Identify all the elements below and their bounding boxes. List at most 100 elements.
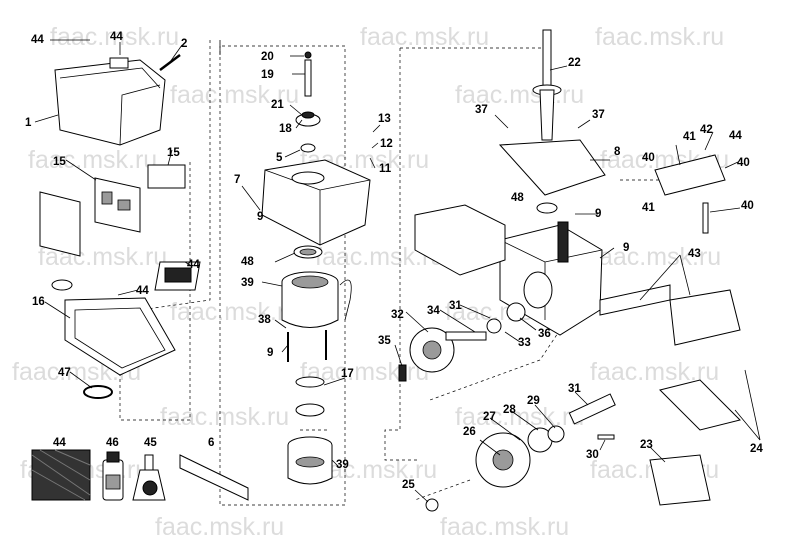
part-mesh-pattern	[31, 449, 91, 501]
callout-15: 15	[167, 147, 180, 159]
part-screws	[287, 330, 327, 362]
callout-25: 25	[402, 479, 415, 491]
callout-9: 9	[267, 347, 273, 359]
part-rotor	[287, 436, 333, 485]
watermark-text: faac.msk.ru	[592, 243, 721, 271]
callout-30: 30	[586, 449, 599, 461]
part-bearing-inner	[299, 248, 317, 256]
callout-44: 44	[31, 34, 44, 46]
part-connector	[154, 261, 201, 291]
callout-26: 26	[463, 426, 476, 438]
part-gearbox-housing	[499, 224, 603, 336]
callout-44: 44	[187, 259, 200, 271]
part-drive-gear	[409, 327, 455, 373]
part-pin-30	[597, 434, 615, 440]
callout-28: 28	[503, 404, 516, 416]
watermark-text: faac.msk.ru	[28, 146, 157, 174]
watermark-text: faac.msk.ru	[170, 298, 299, 326]
callout-16: 16	[32, 296, 45, 308]
part-ball	[304, 51, 312, 59]
part-worm	[557, 221, 569, 263]
callout-39: 39	[241, 277, 254, 289]
part-motor-housing	[261, 159, 371, 246]
part-bracket-23	[649, 454, 711, 506]
callout-34: 34	[427, 305, 440, 317]
callout-24: 24	[750, 443, 763, 455]
callout-44: 44	[136, 285, 149, 297]
part-release-bracket	[179, 454, 249, 501]
callout-45: 45	[144, 437, 157, 449]
callout-5: 5	[276, 152, 283, 164]
callout-9: 9	[257, 211, 263, 223]
callout-12: 12	[380, 138, 393, 150]
callout-33: 33	[518, 337, 531, 349]
callout-11: 11	[379, 163, 392, 175]
watermark-text: faac.msk.ru	[160, 403, 289, 431]
callout-42: 42	[700, 124, 713, 136]
callout-31: 31	[568, 383, 581, 395]
callout-labels: 44 44 2 1 15 15 44 44 16 47 44 46 45 6 2…	[25, 31, 763, 491]
callout-41: 41	[642, 202, 655, 214]
callout-44: 44	[110, 31, 123, 43]
callout-2: 2	[181, 38, 187, 50]
callout-20: 20	[261, 51, 274, 63]
part-washer	[486, 318, 502, 334]
callout-40: 40	[737, 157, 750, 169]
callout-27: 27	[483, 411, 496, 423]
watermark-text: faac.msk.ru	[595, 23, 724, 51]
callout-37: 37	[475, 104, 488, 116]
callout-9: 9	[595, 208, 601, 220]
callout-19: 19	[261, 69, 274, 81]
callout-46: 46	[106, 437, 119, 449]
part-output-shaft	[445, 331, 487, 341]
part-cover	[54, 57, 166, 146]
part-foot-24	[659, 379, 741, 431]
callout-15: 15	[53, 156, 66, 168]
leader-lines	[34, 39, 761, 503]
callout-35: 35	[378, 335, 391, 347]
callout-39: 39	[336, 459, 349, 471]
part-coupling	[295, 403, 325, 417]
part-seal-28	[547, 425, 565, 443]
callout-48: 48	[511, 192, 524, 204]
watermark-text: faac.msk.ru	[440, 513, 569, 541]
part-pin	[159, 54, 181, 71]
callout-43: 43	[688, 248, 701, 260]
part-gear-housing-left	[414, 204, 506, 276]
part-plate-43	[599, 284, 671, 316]
callout-41: 41	[683, 131, 696, 143]
callout-18: 18	[279, 123, 292, 135]
callout-21: 21	[271, 99, 284, 111]
part-key	[398, 364, 407, 382]
part-o-ring	[83, 385, 113, 399]
part-flange	[475, 432, 531, 488]
callout-7: 7	[234, 174, 240, 186]
callout-8: 8	[614, 146, 621, 158]
assembly-guide-lines	[119, 40, 680, 506]
part-gasket	[498, 139, 606, 196]
callout-6: 6	[208, 437, 214, 449]
part-cap	[669, 289, 741, 346]
part-release-arm	[654, 154, 726, 196]
callout-36: 36	[538, 328, 551, 340]
callout-40: 40	[741, 200, 754, 212]
part-pin-40	[702, 202, 709, 234]
callout-9: 9	[623, 242, 629, 254]
watermark-text: faac.msk.ru	[170, 81, 299, 109]
callout-38: 38	[258, 314, 271, 326]
callout-23: 23	[640, 439, 653, 451]
callout-13: 13	[378, 113, 391, 125]
part-oil-bottle	[102, 451, 124, 501]
watermark-text: faac.msk.ru	[50, 23, 179, 51]
part-ring	[301, 111, 315, 119]
part-base-box	[51, 279, 176, 376]
callout-47: 47	[58, 367, 71, 379]
part-bearing-small	[300, 143, 316, 153]
callout-44: 44	[729, 130, 742, 142]
callout-31: 31	[449, 300, 462, 312]
part-worm-shaft	[532, 29, 562, 141]
callout-44: 44	[53, 437, 66, 449]
part-bearing-36	[506, 302, 526, 322]
